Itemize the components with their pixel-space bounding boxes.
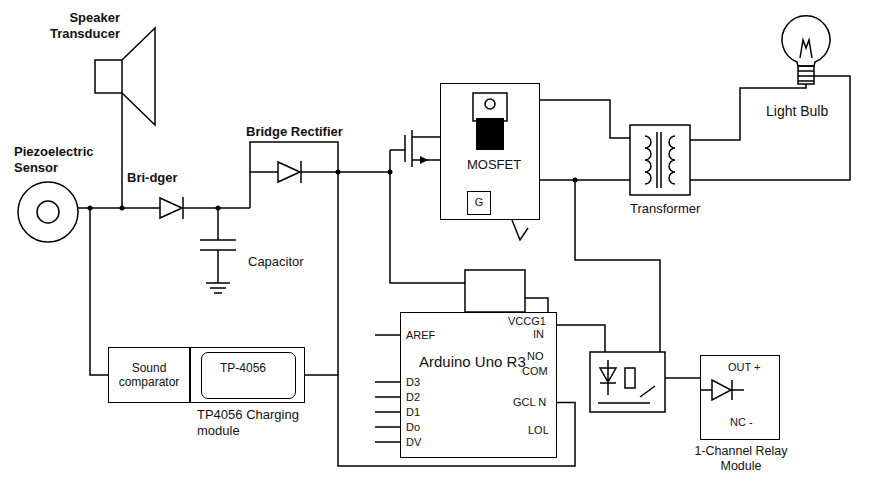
wire xyxy=(301,171,390,173)
capacitor-symbol xyxy=(200,208,236,283)
comparator-box: Sound comparator xyxy=(108,347,190,403)
bulb-thread xyxy=(798,71,814,81)
pin-name: D2 xyxy=(406,391,420,404)
junction-dot xyxy=(88,206,93,211)
node-text: Arduino Uno R3 xyxy=(419,353,526,371)
relay-driver-box xyxy=(590,352,665,412)
part-label: Bridge Rectifier xyxy=(246,124,343,140)
junction-dot xyxy=(120,206,125,211)
pin-name: DV xyxy=(406,436,421,449)
speaker-body xyxy=(95,60,122,93)
node-text: 1-Channel Relay Module xyxy=(691,444,791,474)
pin-name: Do xyxy=(406,421,420,434)
bulb-glass xyxy=(782,16,830,66)
arduino-header xyxy=(465,270,525,312)
junctions xyxy=(88,118,578,211)
part-label: Speaker Transducer xyxy=(30,10,120,41)
part-label: Light Bulb xyxy=(766,103,828,120)
driver-diode xyxy=(600,360,616,395)
mosfet-hole xyxy=(485,99,495,109)
piezo-disc xyxy=(18,182,78,242)
charging-module-box: TP4056 Charging moduleTP-4056 xyxy=(190,347,305,403)
wire xyxy=(390,150,465,283)
pin-name: COM xyxy=(522,365,548,378)
speaker-cone xyxy=(122,28,155,125)
wire xyxy=(90,208,108,375)
transformer-frame xyxy=(630,125,690,195)
transformer-coil xyxy=(645,136,651,184)
transformer-core xyxy=(657,132,661,188)
wire xyxy=(337,172,339,376)
wire xyxy=(250,172,278,208)
wire xyxy=(121,93,123,208)
pin-stubs xyxy=(375,335,400,442)
wire xyxy=(540,100,630,138)
part-label: Transformer xyxy=(630,201,700,217)
chip-box: TP-4056 xyxy=(201,352,296,399)
node-text: TP-4056 xyxy=(220,361,266,375)
relay-diode xyxy=(700,380,744,400)
wire xyxy=(690,76,850,180)
wire-connector xyxy=(305,375,575,466)
transistor-arrow xyxy=(420,156,428,164)
transformer-coil xyxy=(669,136,675,184)
bulb-base xyxy=(798,66,814,84)
node-text: G xyxy=(470,196,488,209)
junction-dot xyxy=(216,206,221,211)
pin-name: D1 xyxy=(406,406,420,419)
relay-coil xyxy=(625,368,635,388)
diode-symbol xyxy=(160,198,182,218)
junction-dot xyxy=(336,170,341,175)
part-label: Piezoelectric Sensor xyxy=(14,144,114,175)
wire xyxy=(525,298,548,312)
rectifier-frame xyxy=(250,142,338,172)
wire xyxy=(540,179,630,181)
pin-name: GCL N xyxy=(513,396,546,409)
transistor-symbol xyxy=(390,130,440,167)
wire xyxy=(557,325,605,352)
part-label: Capacitor xyxy=(248,254,304,270)
pin-name: AREF xyxy=(406,329,435,342)
mosfet-body xyxy=(476,118,504,150)
circuit-wiring xyxy=(18,16,850,442)
pin-name: OUT + xyxy=(728,361,761,374)
node-text: Sound comparator xyxy=(111,361,187,390)
node-text: MOSFET xyxy=(467,157,521,173)
mosfet-box: MOSFET G xyxy=(440,83,540,220)
pin-name: NC - xyxy=(730,416,753,429)
diode-symbol xyxy=(278,162,300,182)
ground-symbol xyxy=(206,283,230,293)
part-label: Bri-dger xyxy=(127,170,178,186)
mosfet-tab xyxy=(473,93,507,121)
junction-dot xyxy=(388,170,393,175)
mosfet-tail xyxy=(512,220,528,240)
pin-name: LOL xyxy=(528,424,549,437)
gate-pin-box: G xyxy=(467,191,491,215)
pin-name: IN xyxy=(533,328,544,341)
piezo-center xyxy=(37,201,59,223)
wire xyxy=(665,377,700,379)
node-text: TP4056 Charging module xyxy=(197,407,322,438)
junction-dot xyxy=(573,178,578,183)
pin-name: D3 xyxy=(406,376,420,389)
pin-name: VCCG1 xyxy=(508,315,546,328)
pin-name: NO xyxy=(527,350,544,363)
bulb-filament xyxy=(800,40,812,58)
relay-switch xyxy=(598,386,655,403)
